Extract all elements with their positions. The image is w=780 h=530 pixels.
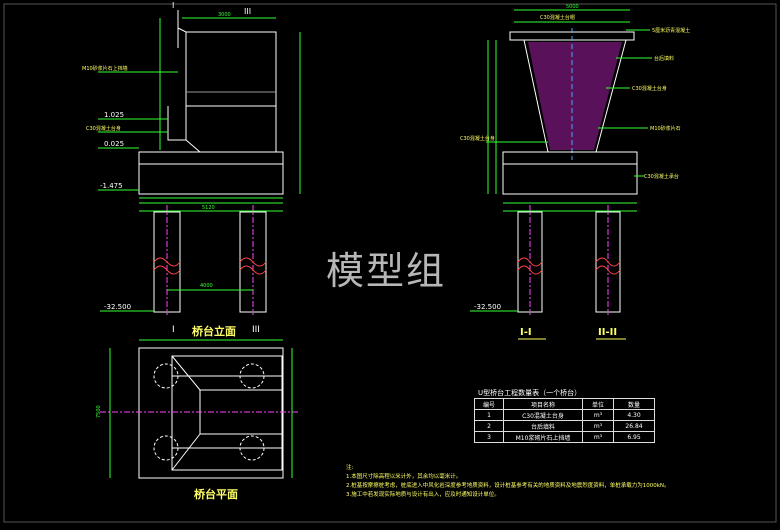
section-note-r4: M10砂浆片石: [650, 125, 681, 132]
backfill-hatch: [528, 42, 622, 150]
notes-block: 注: 1.本图尺寸除高程以米计外，其余均以毫米计。 2.桩基按摩擦桩考虑，桩底进…: [346, 464, 670, 500]
section1-title: I-I: [520, 327, 532, 338]
table-cell: m³: [582, 420, 614, 432]
table-row: 3 M10浆砌片石上挡墙 m³ 6.95: [474, 431, 655, 443]
quantity-table: 编号 项目名称 单位 数量 1 C30混凝土台身 m³ 4.30 2 台后填料 …: [474, 398, 655, 443]
section-note-r2: 台后填料: [654, 55, 674, 62]
elevation-cut-left: I: [172, 325, 175, 335]
section-mark-left: I: [172, 1, 174, 10]
plan-view: [100, 339, 300, 479]
plan-title: 桥台平面: [194, 487, 238, 501]
elevation-note-top: M10砂浆片石上挡墙: [82, 65, 128, 72]
elevation-cut-right: III: [252, 325, 260, 335]
dim-pile-spacing: 4000: [200, 283, 213, 289]
section-elev-bottom: -32.500: [474, 303, 501, 311]
table-cell: 3: [474, 431, 504, 443]
table-cell: C30混凝土台身: [503, 409, 583, 421]
elevation-mark-bottom: -32.500: [104, 303, 131, 311]
section-note-r5: C30混凝土承台: [644, 173, 679, 180]
dim-cap-width: 5120: [202, 205, 215, 211]
quantity-table-title: U型桥台工程数量表（一个桥台）: [478, 389, 582, 397]
section-view: [470, 9, 652, 315]
dim-plan-height: 7500: [96, 405, 102, 418]
section-note-left: C30混凝土台身: [460, 135, 495, 142]
table-cell: 1: [474, 409, 504, 421]
section2-title: II-II: [598, 327, 617, 338]
table-row: 1 C30混凝土台身 m³ 4.30: [474, 409, 655, 421]
table-cell: m³: [582, 409, 614, 421]
table-header: 数量: [613, 398, 655, 410]
table-cell: 26.84: [613, 420, 655, 432]
note-line: 2.桩基按摩擦桩考虑，桩底进入中风化岩深度参考地质资料，设计桩基参考有关的地质资…: [346, 483, 670, 489]
notes-head: 注:: [346, 465, 354, 471]
section-note-r1: 5厘米沥青混凝土: [652, 27, 690, 34]
note-line: 1.本图尺寸除高程以米计外，其余均以毫米计。: [346, 474, 462, 480]
elevation-title: 桥台立面: [192, 324, 236, 338]
table-cell: 台后填料: [503, 420, 583, 432]
table-cell: 6.95: [613, 431, 655, 443]
elevation-mark-3: -1.475: [100, 182, 123, 190]
table-cell: 2: [474, 420, 504, 432]
table-header: 编号: [474, 398, 504, 410]
table-row: 2 台后填料 m³ 26.84: [474, 420, 655, 432]
section-mark-right: III: [244, 7, 251, 16]
elevation-mark-2: 0.025: [104, 140, 124, 148]
dim-top: 3000: [218, 12, 231, 18]
elevation-note-mid: C30混凝土台身: [86, 125, 121, 132]
elevation-mark-1: 1.025: [104, 111, 124, 119]
watermark-text: 模型组: [326, 249, 447, 293]
elevation-view: [98, 10, 301, 315]
table-header: 项目名称: [503, 398, 583, 410]
table-cell: 4.30: [613, 409, 655, 421]
table-header-row: 编号 项目名称 单位 数量: [474, 398, 655, 410]
table-header: 单位: [582, 398, 614, 410]
table-cell: m³: [582, 431, 614, 443]
sheet-border: [3, 3, 777, 523]
section-note-r3: C30混凝土台身: [632, 85, 667, 92]
dim-section-top: 5000: [566, 4, 579, 10]
table-cell: M10浆砌片石上挡墙: [503, 431, 583, 443]
note-line: 3.施工中若发现实际地质与设计有出入，应及时通知设计单位。: [346, 492, 500, 498]
section-top-note: C30混凝土台帽: [540, 14, 575, 21]
